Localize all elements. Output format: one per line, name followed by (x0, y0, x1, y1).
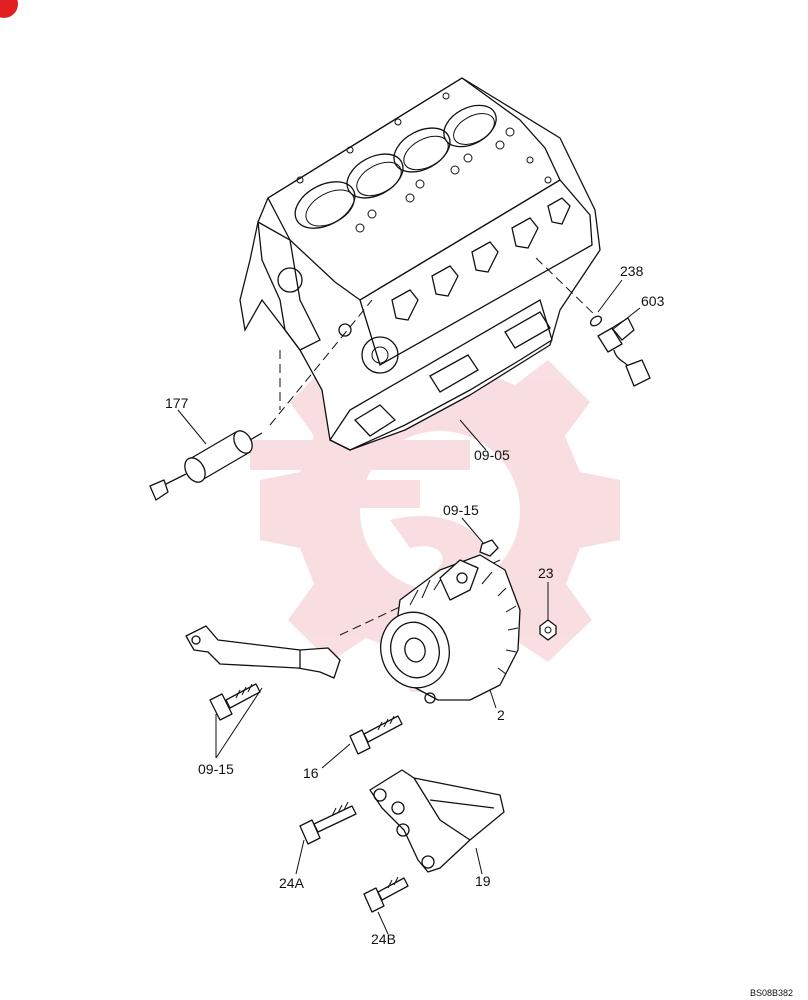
part-0915-bracket (185, 625, 341, 679)
part-603-sensor (597, 317, 651, 387)
engine-block (239, 77, 601, 451)
callout-238: 238 (620, 263, 644, 279)
part-24a-bolt (299, 801, 357, 845)
callout-19: 19 (475, 873, 491, 889)
drawing-code: BS08B382 (750, 988, 793, 998)
callout-16: 16 (303, 765, 319, 781)
part-238-oring (589, 315, 603, 327)
callout-2: 2 (497, 707, 505, 723)
callout-24a: 24A (279, 875, 305, 891)
part-0915-bolt (209, 683, 261, 721)
part-0915-nut-top (479, 539, 499, 557)
callout-09-15-bottom: 09-15 (198, 761, 234, 777)
corner-badge-icon (0, 0, 18, 18)
part-2-alternator (380, 554, 521, 704)
part-177-cylinder (149, 430, 263, 501)
callout-09-15-top: 09-15 (443, 502, 479, 518)
part-24b-bolt (363, 876, 409, 913)
part-16-bolt (349, 715, 403, 755)
callout-177: 177 (165, 395, 189, 411)
callout-603: 603 (641, 293, 665, 309)
callout-09-05: 09-05 (474, 447, 510, 463)
callout-23: 23 (538, 565, 554, 581)
callout-24b: 24B (371, 931, 396, 947)
part-19-bracket (369, 769, 505, 873)
part-23-nut (539, 619, 557, 641)
leader-lines (177, 279, 641, 935)
